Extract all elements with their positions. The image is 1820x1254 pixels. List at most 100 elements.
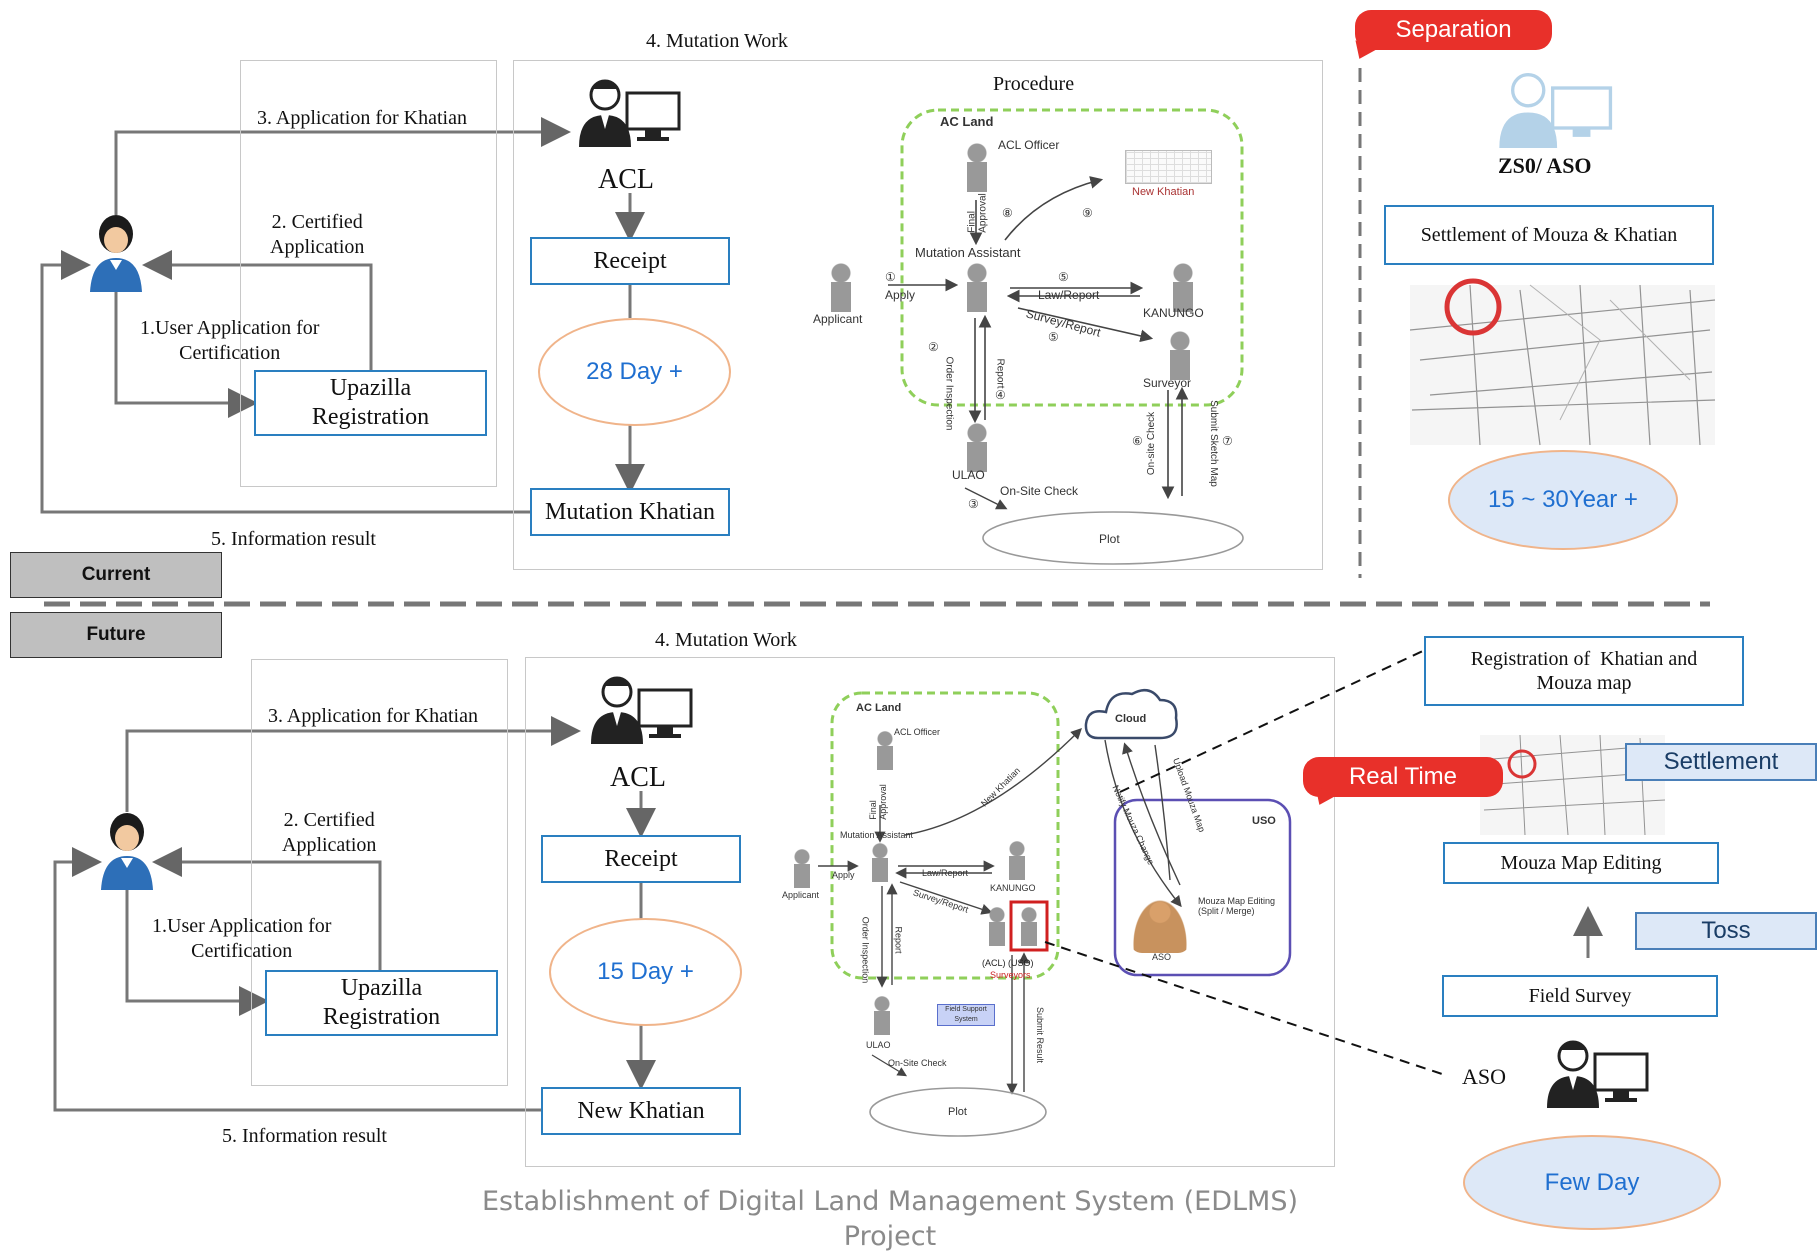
current-acl-label: ACL: [598, 164, 654, 195]
future-acl-officer-label: ACL Officer: [894, 727, 941, 737]
apply-label: Apply: [885, 288, 916, 302]
current-information-result-label: 5. Information result: [211, 528, 376, 550]
current-user-application-label: 1.User Application for Certification: [140, 317, 320, 364]
future-aso-small-label: ASO: [1152, 952, 1172, 962]
procedure-title: Procedure: [993, 73, 1075, 95]
current-certified-application-label: 2. Certified Application: [270, 211, 365, 258]
future-applicant-person-icon: [790, 848, 814, 888]
current-receipt-box: Receipt: [530, 237, 730, 285]
real-time-callout: Real Time: [1303, 757, 1503, 797]
current-duration-oval: 28 Day +: [538, 318, 731, 426]
new-khatian-document-icon: [1125, 150, 1212, 184]
future-ulao-label: ULAO: [866, 1040, 891, 1050]
new-khatian-label: New Khatian: [1132, 186, 1195, 198]
order-inspection-label: Order Inspection: [943, 356, 955, 431]
future-user-application-label: 1.User Application for Certification: [152, 915, 332, 962]
mouza-map-current: [1409, 278, 1716, 446]
ac-land-label: AC Land: [940, 114, 994, 129]
future-apply-label: Apply: [832, 870, 855, 880]
future-mutation-frame: [525, 657, 1335, 1167]
kanungo-person-icon: [1168, 262, 1198, 312]
cloud-label: Cloud: [1115, 713, 1147, 725]
acl-officer-label: ACL Officer: [998, 138, 1060, 152]
current-mutation-frame: [513, 60, 1323, 570]
future-kanungo-person-icon: [1005, 840, 1029, 880]
few-day-oval: Few Day: [1463, 1135, 1721, 1230]
future-aso-label: ASO: [1462, 1064, 1507, 1089]
future-applicant-avatar-icon: [91, 808, 163, 890]
future-ulao-person-icon: [870, 995, 894, 1035]
applicant-label: Applicant: [813, 312, 863, 326]
footer-project-title: Establishment of Digital Land Management…: [481, 1186, 1299, 1253]
aso-person-sketch-icon: [1130, 895, 1190, 953]
future-order-inspection-label: Order Inspection: [860, 916, 871, 984]
future-law-report-label: Law/Report: [922, 868, 969, 878]
future-report-label: Report: [893, 926, 904, 954]
mutation-assistant-person-icon: [962, 262, 992, 312]
zso-aso-label: ZS0/ ASO: [1498, 153, 1592, 178]
step-9: ⑨: [1082, 206, 1093, 220]
future-acl-label: ACL: [610, 762, 666, 793]
applicant-avatar-icon: [80, 210, 152, 292]
cloud-icon: [1084, 688, 1178, 740]
uso-label: USO: [1252, 815, 1276, 827]
future-plot-label: Plot: [948, 1106, 967, 1118]
current-registration-frame: [240, 60, 497, 487]
future-mutation-assistant-person-icon: [868, 842, 892, 882]
future-on-site-check-label: On-Site Check: [888, 1058, 947, 1068]
final-approval-label: Final Approval: [966, 193, 989, 233]
future-acl-uso-label: (ACL) (USO): [982, 958, 1034, 968]
future-mouza-map-editing-split-label: Mouza Map Editing (Split / Merge): [1198, 896, 1276, 916]
future-new-khatian-box: New Khatian: [541, 1087, 741, 1135]
future-information-result-label: 5. Information result: [222, 1125, 387, 1147]
step-5a: ⑤: [1058, 270, 1069, 284]
surveyor-person-icon: [1165, 330, 1195, 380]
step-3: ③: [968, 497, 979, 511]
future-surveyors-label: Surveyors: [990, 970, 1031, 980]
future-kanungo-label: KANUNGO: [990, 883, 1036, 893]
future-receipt-box: Receipt: [541, 835, 741, 883]
future-registration-frame: [251, 659, 508, 1086]
field-support-system-badge: Field Support System: [937, 1004, 995, 1026]
toss-badge: Toss: [1635, 912, 1817, 950]
step-2: ②: [928, 340, 939, 354]
future-final-approval-label: Final Approval: [867, 784, 888, 820]
step-1: ①: [885, 270, 896, 284]
aso-computer-user-icon: [1543, 1036, 1653, 1108]
tab-current: Current: [10, 552, 222, 598]
surveyor-label: Surveyor: [1143, 376, 1192, 390]
future-mutation-work-label: 4. Mutation Work: [655, 629, 797, 651]
future-surveyor-acl-person-icon: [985, 906, 1009, 946]
zso-aso-user-icon: [1490, 68, 1622, 148]
mouza-map-editing-box: Mouza Map Editing: [1443, 842, 1719, 884]
step-4: ④: [995, 388, 1006, 402]
future-submit-result-label: Submit Result: [1035, 1006, 1046, 1064]
current-application-khatian-label: 3. Application for Khatian: [257, 107, 467, 129]
registration-khatian-mouza-box: Registration of Khatian and Mouza map: [1424, 636, 1744, 706]
on-site-check-label: On-Site Check: [1000, 484, 1079, 498]
long-duration-oval: 15 ~ 30Year +: [1448, 450, 1678, 550]
step-6: ⑥: [1132, 434, 1143, 448]
acl-officer-person-icon: [962, 142, 992, 192]
future-ac-land-label: AC Land: [856, 702, 902, 714]
current-mutation-khatian-box: Mutation Khatian: [530, 488, 730, 536]
current-mutation-work-label: 4. Mutation Work: [646, 30, 788, 52]
future-acl-computer-user-icon: [587, 672, 697, 744]
future-acl-officer-person-icon: [873, 730, 897, 770]
ulao-person-icon: [962, 422, 992, 472]
future-surveyor-uso-person-icon: [1017, 906, 1041, 946]
tab-future: Future: [10, 612, 222, 658]
future-duration-oval: 15 Day +: [549, 918, 742, 1026]
submit-sketch-map-label: Submit Sketch Map: [1207, 400, 1219, 487]
field-survey-box: Field Survey: [1442, 975, 1718, 1017]
future-certified-application-label: 2. Certified Application: [282, 809, 377, 856]
kanungo-label: KANUNGO: [1143, 306, 1204, 320]
future-upazilla-registration-box: Upazilla Registration: [265, 970, 498, 1036]
settlement-mouza-khatian-box: Settlement of Mouza & Khatian: [1384, 205, 1714, 265]
current-upazilla-registration-box: Upazilla Registration: [254, 370, 487, 436]
step-8: ⑧: [1002, 206, 1013, 220]
future-applicant-label: Applicant: [782, 890, 820, 900]
acl-computer-user-icon: [575, 75, 685, 147]
step-7: ⑦: [1222, 434, 1233, 448]
